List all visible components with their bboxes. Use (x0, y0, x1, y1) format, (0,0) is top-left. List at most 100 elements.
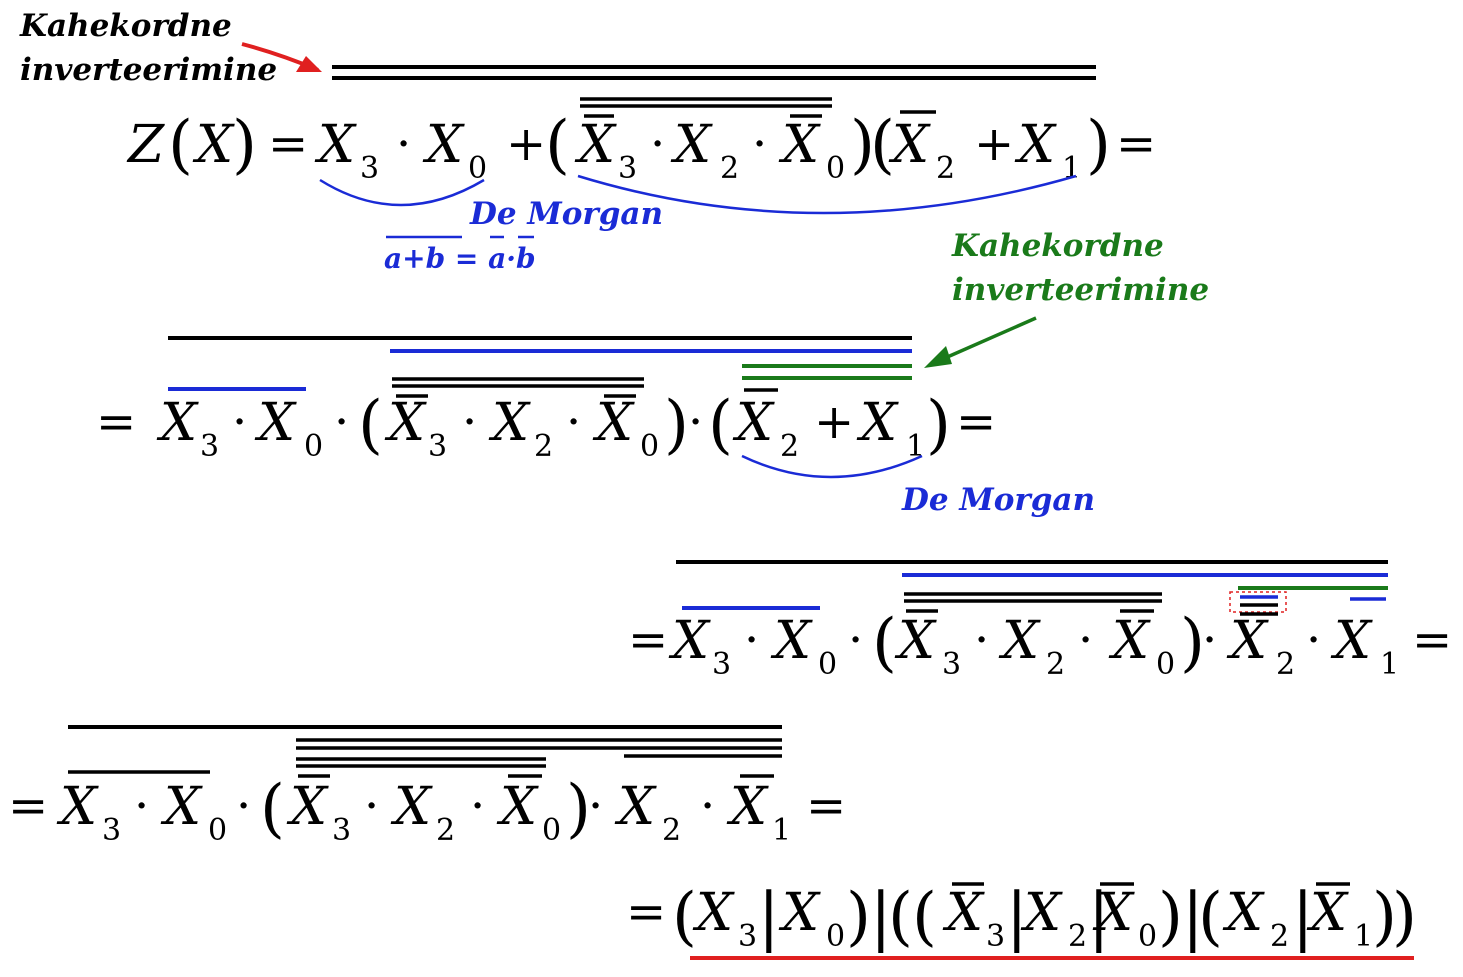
subscript: 3 (200, 429, 219, 464)
symbol-x: X (692, 883, 735, 943)
symbol-rparen: ) (850, 108, 875, 182)
symbol-x: X (1226, 611, 1269, 671)
symbol-x: X (1222, 883, 1265, 943)
subscript: 0 (818, 647, 837, 682)
subscript: 2 (436, 813, 455, 848)
subscript: 2 (780, 429, 799, 464)
symbol-bar: | (1182, 880, 1204, 954)
red-arrowhead-icon (296, 56, 322, 72)
subscript: 0 (640, 429, 659, 464)
symbol-x: X (160, 777, 203, 837)
symbol-plus: + (506, 116, 546, 172)
symbol-eq: = (628, 612, 668, 668)
symbol-eq: = (1116, 116, 1156, 172)
symbol-x: X (1306, 883, 1349, 943)
symbol-dot: · (744, 612, 759, 668)
symbol-lparen: ( (708, 388, 733, 462)
subscript: 2 (720, 151, 739, 186)
symbol-dot: · (364, 778, 379, 834)
symbol-x: X (56, 777, 99, 837)
symbol-x: X (496, 777, 539, 837)
symbol-dot: · (232, 394, 247, 450)
symbol-lparen: ( (672, 880, 697, 954)
symbol-x: X (1092, 883, 1135, 943)
de-morgan-rule: a+b = a·b (384, 242, 536, 275)
symbol-bar: | (1292, 880, 1314, 954)
equation-line-5: = ( X 3 | X 0 ) | ( ( X 3 | X 2 | X 0 ) … (626, 880, 1417, 960)
symbol-rparen: ) (846, 880, 871, 954)
symbol-eq: = (268, 116, 308, 172)
symbol-rparen: ) (926, 388, 951, 462)
symbol-x: X (732, 393, 775, 453)
symbol-lparen: ( (260, 772, 285, 846)
symbol-x: X (894, 611, 937, 671)
symbol-bar: | (870, 880, 892, 954)
annotation-line1: Kahekordne (951, 228, 1164, 264)
symbol-x: X (1330, 611, 1373, 671)
symbol-x: X (314, 115, 357, 175)
subscript: 0 (468, 151, 487, 186)
symbol-lparen: ( (168, 108, 193, 182)
symbol-x: X (1014, 115, 1057, 175)
symbol-x: X (1020, 883, 1063, 943)
subscript: 1 (906, 429, 925, 464)
equation-line-3: = X 3 · X 0 · ( X 3 · X 2 · X 0 ) · X 2 … (628, 560, 1452, 682)
symbol-dot: · (236, 778, 251, 834)
green-arrowhead-icon (924, 346, 952, 368)
symbol-rparen: ) (1180, 606, 1205, 680)
symbol-dot: · (462, 394, 477, 450)
symbol-x: X (1108, 611, 1151, 671)
symbol-eq: = (8, 778, 48, 834)
subscript: 2 (936, 151, 955, 186)
symbol-dot: · (1306, 612, 1321, 668)
equation-line-2: = X 3 · X 0 · ( X 3 · X 2 · X 0 ) · ( X … (96, 336, 996, 479)
symbol-eq: = (1412, 612, 1452, 668)
subscript: 2 (1046, 647, 1065, 682)
subscript: 3 (738, 919, 757, 954)
symbol-lparen: ( (358, 388, 383, 462)
de-morgan-label: De Morgan (901, 482, 1095, 518)
subscript: 3 (618, 151, 637, 186)
symbol-lparen: ( (1198, 880, 1223, 954)
subscript: 0 (304, 429, 323, 464)
subscript: 1 (1380, 647, 1399, 682)
symbol-x: X (592, 393, 635, 453)
symbol-bar: | (758, 880, 780, 954)
symbol-dot: · (1202, 612, 1217, 668)
symbol-dot: · (650, 116, 665, 172)
annotation-line2: inverteerimine (952, 272, 1209, 308)
symbol-x: X (726, 777, 769, 837)
subscript: 3 (428, 429, 447, 464)
green-arrow-icon (935, 316, 1037, 364)
symbol-x: X (192, 115, 235, 175)
annotation-double-inversion-green: Kahekordne inverteerimine (924, 228, 1209, 368)
symbol-dot: · (1078, 612, 1093, 668)
symbol-dot: · (752, 116, 767, 172)
symbol-dot: · (700, 778, 715, 834)
symbol-rparen: ) (664, 388, 689, 462)
subscript: 2 (534, 429, 553, 464)
symbol-x: X (670, 115, 713, 175)
symbol-dot: · (848, 612, 863, 668)
subscript: 1 (1354, 919, 1373, 954)
symbol-x: X (384, 393, 427, 453)
annotation-double-inversion-top: Kahekordne inverteerimine (19, 8, 322, 88)
symbol-x: X (614, 777, 657, 837)
brace-icon (741, 454, 923, 479)
symbol-rparen: ) (232, 108, 257, 182)
symbol-rparen: ) (1086, 108, 1111, 182)
symbol-x: X (778, 883, 821, 943)
symbol-rparen: ) (566, 772, 591, 846)
symbol-dot: · (688, 394, 703, 450)
symbol-x: X (422, 115, 465, 175)
subscript: 3 (102, 813, 121, 848)
symbol-rparen: ) (1392, 880, 1417, 954)
symbol-lparen: ( (870, 108, 895, 182)
symbol-lparen: ( (888, 880, 913, 954)
subscript: 1 (1062, 151, 1081, 186)
symbol-dot: · (396, 116, 411, 172)
symbol-eq: = (626, 884, 666, 940)
subscript: 3 (712, 647, 731, 682)
symbol-eq: = (96, 394, 136, 450)
